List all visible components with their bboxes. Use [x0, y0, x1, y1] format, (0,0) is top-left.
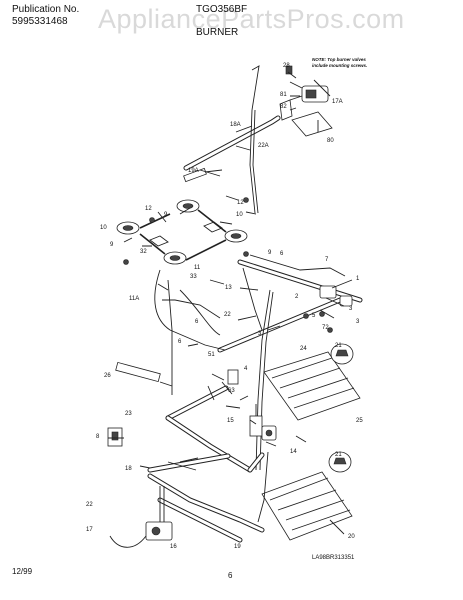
- part-63-drawing: [227, 369, 239, 385]
- label-21-upper: 21: [335, 343, 342, 349]
- label-24: 24: [300, 346, 307, 352]
- label-16: 16: [170, 544, 177, 550]
- note-line-1: NOTE: Top burner valves: [312, 57, 366, 62]
- label-9-mid: 9: [110, 242, 114, 248]
- label-20: 20: [348, 534, 355, 540]
- label-22a: 22A: [258, 143, 269, 149]
- label-11a: 11A: [129, 296, 140, 302]
- note-line-2: include mounting screws.: [312, 63, 368, 68]
- label-3-lower: 3: [356, 319, 360, 325]
- label-6-lower: 6: [178, 339, 182, 345]
- label-17: 17: [86, 527, 93, 533]
- label-12-left: 12: [145, 206, 152, 212]
- part-14-drawing: [261, 425, 277, 441]
- part-17a-drawing: [285, 65, 329, 103]
- label-18: 18: [125, 466, 132, 472]
- publication-label: Publication No.: [12, 4, 80, 15]
- part-8-drawing: [107, 427, 123, 447]
- label-18a: 18A: [230, 122, 241, 128]
- label-14: 14: [290, 449, 297, 455]
- label-25: 25: [356, 418, 363, 424]
- part-18a-drawing: [183, 65, 281, 214]
- label-3-bottom: 4: [244, 366, 248, 372]
- label-8: 8: [96, 434, 100, 440]
- label-82: 82: [280, 104, 287, 110]
- part-17-drawing: [109, 486, 173, 548]
- part-26-drawing: [115, 361, 173, 387]
- label-6-upper: 6: [280, 251, 284, 257]
- part-21-lower-drawing: [328, 451, 352, 473]
- label-21-lower: 21: [335, 452, 342, 458]
- label-10-left: 10: [100, 225, 107, 231]
- publication-number: 5995331468: [12, 16, 68, 27]
- part-80-drawing: [291, 111, 333, 137]
- section-title: BURNER: [196, 27, 239, 38]
- manifold-drawing: [217, 254, 363, 353]
- footer-date: 12/99: [12, 567, 33, 576]
- diagram-code: LA98BR313351: [312, 555, 355, 561]
- label-22-lower: 22: [86, 502, 93, 508]
- label-5: 5: [312, 313, 316, 319]
- label-51: 51: [208, 352, 215, 358]
- label-11: 11: [194, 265, 201, 271]
- label-15: 15: [227, 418, 234, 424]
- label-32: 32: [140, 249, 147, 255]
- label-10-right: 10: [236, 212, 243, 218]
- label-63: 63: [228, 388, 235, 394]
- part-20-drawing: [261, 471, 353, 541]
- part-21-upper-drawing: [330, 343, 354, 365]
- top-burners-drawing: [116, 199, 248, 265]
- label-7: 6: [195, 319, 199, 325]
- label-12-right: 12: [237, 200, 244, 206]
- label-19a: 19A: [188, 168, 199, 174]
- part-15-drawing: [249, 404, 263, 437]
- label-4: 7: [325, 257, 329, 263]
- label-3-mid: 3: [258, 331, 262, 337]
- label-26: 26: [104, 373, 111, 379]
- label-1: 1: [356, 276, 360, 282]
- wiring-drawing: [154, 269, 274, 471]
- label-80: 80: [327, 138, 334, 144]
- label-72: 72: [322, 325, 329, 331]
- part-16-drawing: [147, 451, 269, 543]
- label-9-right: 9: [268, 250, 272, 256]
- label-9-left: 9: [164, 212, 168, 218]
- label-3-upper: 3: [349, 306, 353, 312]
- label-23: 23: [125, 411, 132, 417]
- label-19: 19: [234, 544, 241, 550]
- label-22-upper: 22: [224, 312, 231, 318]
- label-13: 13: [225, 285, 232, 291]
- label-28: 28: [283, 63, 290, 69]
- label-33: 33: [190, 274, 197, 280]
- part-23-drawing: [165, 381, 265, 473]
- leader-lines: [108, 71, 353, 535]
- label-81: 81: [280, 92, 287, 98]
- label-2: 2: [295, 294, 299, 300]
- page-number: 6: [228, 571, 233, 580]
- part-82-drawing: [279, 99, 293, 121]
- model-number: TGO356BF: [196, 4, 248, 15]
- label-17a: 17A: [332, 99, 343, 105]
- watermark: AppliancePartsPros.com: [98, 4, 405, 34]
- part-25-drawing: [263, 351, 361, 421]
